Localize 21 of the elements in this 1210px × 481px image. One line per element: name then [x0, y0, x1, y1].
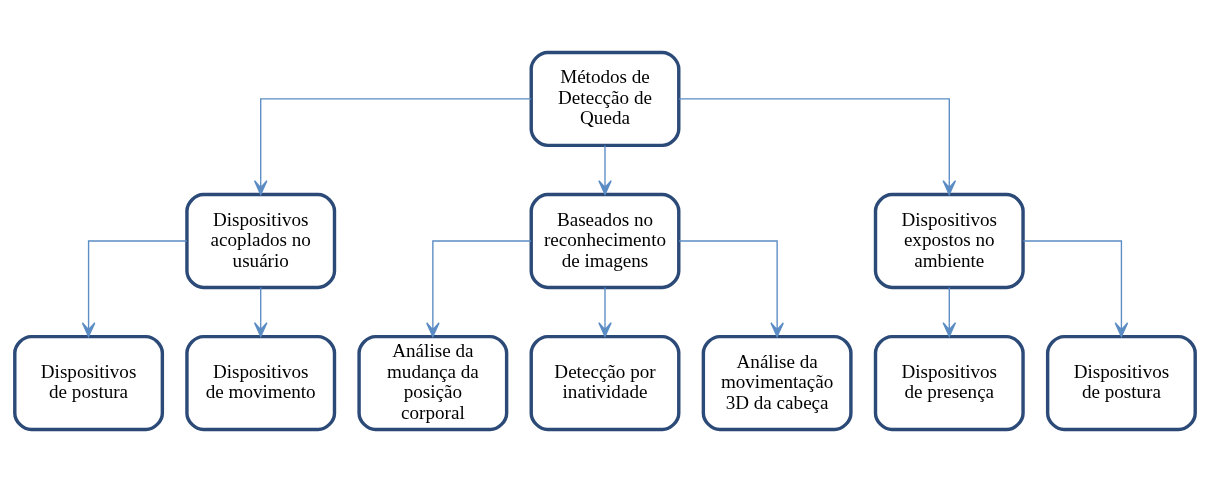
node-box: Dispositivos de movimento	[185, 334, 337, 431]
node-box: Dispositivos de postura	[13, 334, 165, 431]
arrow	[942, 286, 957, 337]
arrow	[253, 286, 268, 337]
node-box: Dispositivos de presença	[873, 334, 1025, 431]
arrow	[426, 239, 532, 337]
arrow	[1022, 239, 1129, 337]
node-box: Análise da movimentação 3D da cabeça	[701, 334, 853, 431]
node-box: Baseados no reconhecimento de imagens	[529, 192, 681, 289]
arrow	[598, 286, 612, 337]
node-box: Dispositivos expostos no ambiente	[873, 192, 1025, 289]
node-box: Detecção por inatividade	[529, 334, 681, 431]
arrow	[81, 239, 188, 337]
node-box: Análise da mudança da posição corporal	[357, 334, 509, 431]
node-box: Dispositivos de postura	[1045, 334, 1197, 431]
arrow	[598, 144, 612, 195]
arrow	[253, 97, 532, 195]
arrow	[678, 97, 957, 195]
node-box: Métodos de Detecção de Queda	[529, 50, 681, 147]
arrow	[678, 239, 784, 337]
node-box: Dispositivos acoplados no usuário	[185, 192, 337, 289]
